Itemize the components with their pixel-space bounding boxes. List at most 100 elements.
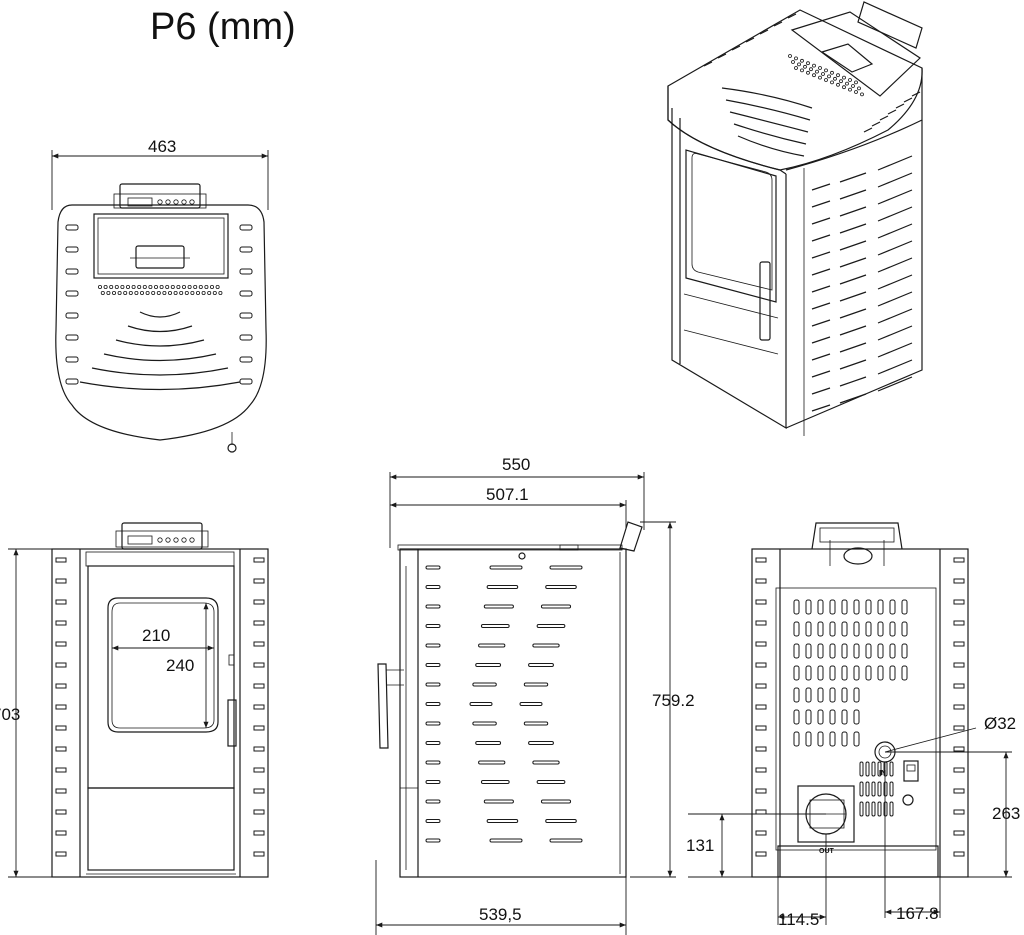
- vent-slot: [755, 746, 767, 752]
- vent-slot: [811, 200, 831, 208]
- vent-slot: [865, 621, 872, 637]
- vent-slot: [879, 115, 889, 121]
- vent-slot: [239, 334, 253, 341]
- vent-slot: [55, 557, 67, 563]
- inlet-label: IN: [879, 770, 886, 777]
- vent-slot: [853, 665, 860, 681]
- vent-slot: [425, 760, 441, 765]
- vent-slot: [253, 620, 265, 626]
- vent-hole: [815, 69, 819, 74]
- vent-hole: [142, 284, 147, 289]
- vent-slot: [549, 565, 583, 570]
- outlet-offset-label: 114.5: [778, 910, 819, 929]
- vent-slot: [853, 687, 860, 703]
- vent-slot: [953, 767, 965, 773]
- vent-slot: [703, 61, 713, 67]
- vent-hole: [830, 80, 834, 85]
- vent-slot: [841, 687, 848, 703]
- vent-slot: [805, 621, 812, 637]
- vent-slot: [889, 643, 896, 659]
- vent-slot: [953, 704, 965, 710]
- vent-slot: [839, 172, 867, 183]
- vent-hole: [848, 78, 852, 82]
- body-depth-label: 507.1: [486, 485, 529, 504]
- vent-slot: [239, 378, 253, 385]
- vent-slot: [811, 217, 831, 225]
- vent-slot: [755, 830, 767, 836]
- vent-slot: [865, 643, 872, 659]
- vent-slot: [253, 725, 265, 731]
- vent-slot: [953, 578, 965, 584]
- overall-depth-label: 550: [502, 455, 530, 474]
- vent-arc: [729, 111, 809, 133]
- vent-slot: [478, 760, 506, 765]
- vent-slot: [253, 683, 265, 689]
- top-view: 463: [51, 137, 269, 453]
- vent-slot: [811, 404, 831, 412]
- vent-slot: [755, 725, 767, 731]
- vent-hole: [812, 73, 816, 78]
- vent-hole: [201, 290, 206, 295]
- vent-hole: [824, 78, 828, 82]
- vent-hole: [187, 284, 192, 289]
- vent-slot: [841, 621, 848, 637]
- vent-slot: [877, 240, 913, 256]
- vent-slot: [523, 682, 549, 687]
- front-height-label: 703: [0, 705, 20, 724]
- vent-hole: [797, 62, 801, 67]
- vent-slot: [901, 621, 908, 637]
- vent-slot: [755, 662, 767, 668]
- vent-slot: [853, 643, 860, 659]
- vent-hole: [120, 284, 125, 289]
- top-vent-holes: [98, 284, 223, 295]
- vent-slot: [877, 189, 913, 205]
- vent-slot: [817, 709, 824, 725]
- vent-slot: [425, 799, 441, 804]
- vent-hole: [803, 64, 807, 69]
- vent-hole: [170, 284, 175, 289]
- vent-slot: [839, 240, 867, 251]
- vent-slot: [253, 704, 265, 710]
- vent-slot: [877, 761, 882, 777]
- vent-slot: [889, 801, 894, 817]
- vent-hole: [179, 290, 184, 295]
- vent-slot: [839, 257, 867, 268]
- vent-slot: [953, 641, 965, 647]
- vent-slot: [817, 643, 824, 659]
- vent-slot: [425, 682, 441, 687]
- vent-slot: [425, 721, 441, 726]
- vent-slot: [901, 599, 908, 615]
- vent-hole: [207, 290, 212, 295]
- vent-slot: [475, 741, 502, 745]
- vent-slot: [253, 830, 265, 836]
- vent-slot: [877, 257, 913, 273]
- vent-arc: [91, 367, 229, 376]
- outlet-label: OUT: [819, 848, 835, 855]
- vent-slot: [839, 274, 867, 285]
- vent-slot: [871, 781, 876, 797]
- vent-hole: [824, 68, 828, 73]
- vent-slot: [253, 809, 265, 815]
- vent-hole: [106, 290, 111, 295]
- vent-hole: [100, 290, 105, 295]
- vent-hole: [812, 63, 816, 68]
- vent-hole: [159, 284, 164, 289]
- door-glass: [107, 597, 219, 733]
- vent-slot: [239, 246, 253, 253]
- vent-slot: [877, 172, 913, 188]
- vent-slot: [865, 665, 872, 681]
- vent-slot: [811, 370, 831, 378]
- vent-slot: [805, 599, 812, 615]
- vent-slot: [55, 725, 67, 731]
- top-width-label: 463: [148, 137, 176, 156]
- vent-slot: [755, 641, 767, 647]
- vent-hole: [103, 284, 108, 289]
- vent-hole: [842, 75, 846, 80]
- vent-arc: [79, 381, 241, 391]
- perspective-view: [667, 1, 923, 436]
- vent-hole: [215, 284, 220, 289]
- vent-hole: [791, 60, 795, 64]
- vent-slot: [811, 336, 831, 344]
- vent-hole: [134, 290, 139, 295]
- control-button: [181, 537, 187, 543]
